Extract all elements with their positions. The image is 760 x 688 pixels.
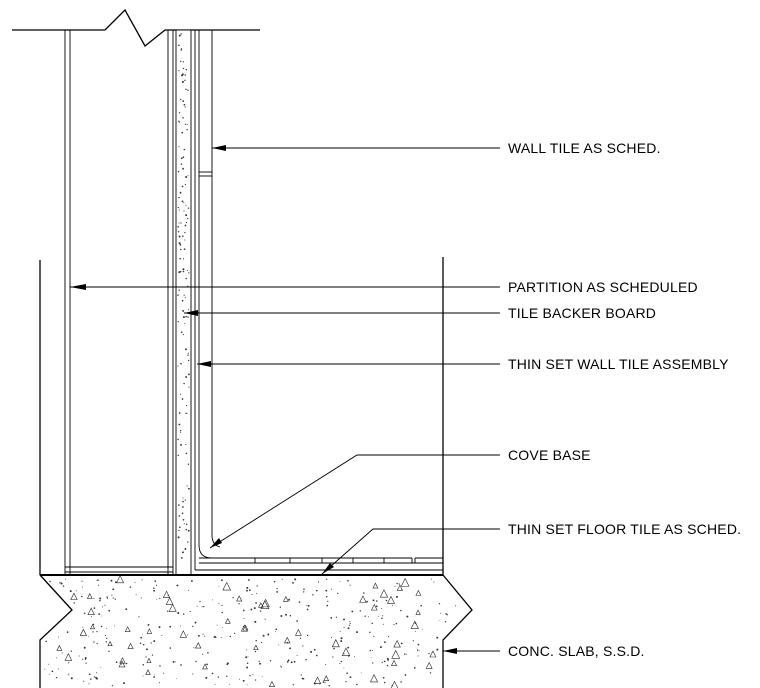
wall-tile-assembly [194,30,213,570]
label-thin-set-floor: THIN SET FLOOR TILE AS SCHED. [508,521,741,537]
leader-lines [70,145,500,654]
tile-backer-board [175,29,192,576]
label-partition: PARTITION AS SCHEDULED [508,279,698,295]
label-thin-set-wall: THIN SET WALL TILE ASSEMBLY [508,356,729,372]
cove-base [198,534,221,559]
label-slab: CONC. SLAB, S.S.D. [508,643,645,659]
concrete-slab [39,574,473,688]
top-break-line [12,8,260,47]
floor-tile [195,557,443,571]
partition-wall [64,30,174,575]
label-cove-base: COVE BASE [508,447,591,463]
label-wall-tile: WALL TILE AS SCHED. [508,140,661,156]
label-backer-board: TILE BACKER BOARD [508,305,656,321]
